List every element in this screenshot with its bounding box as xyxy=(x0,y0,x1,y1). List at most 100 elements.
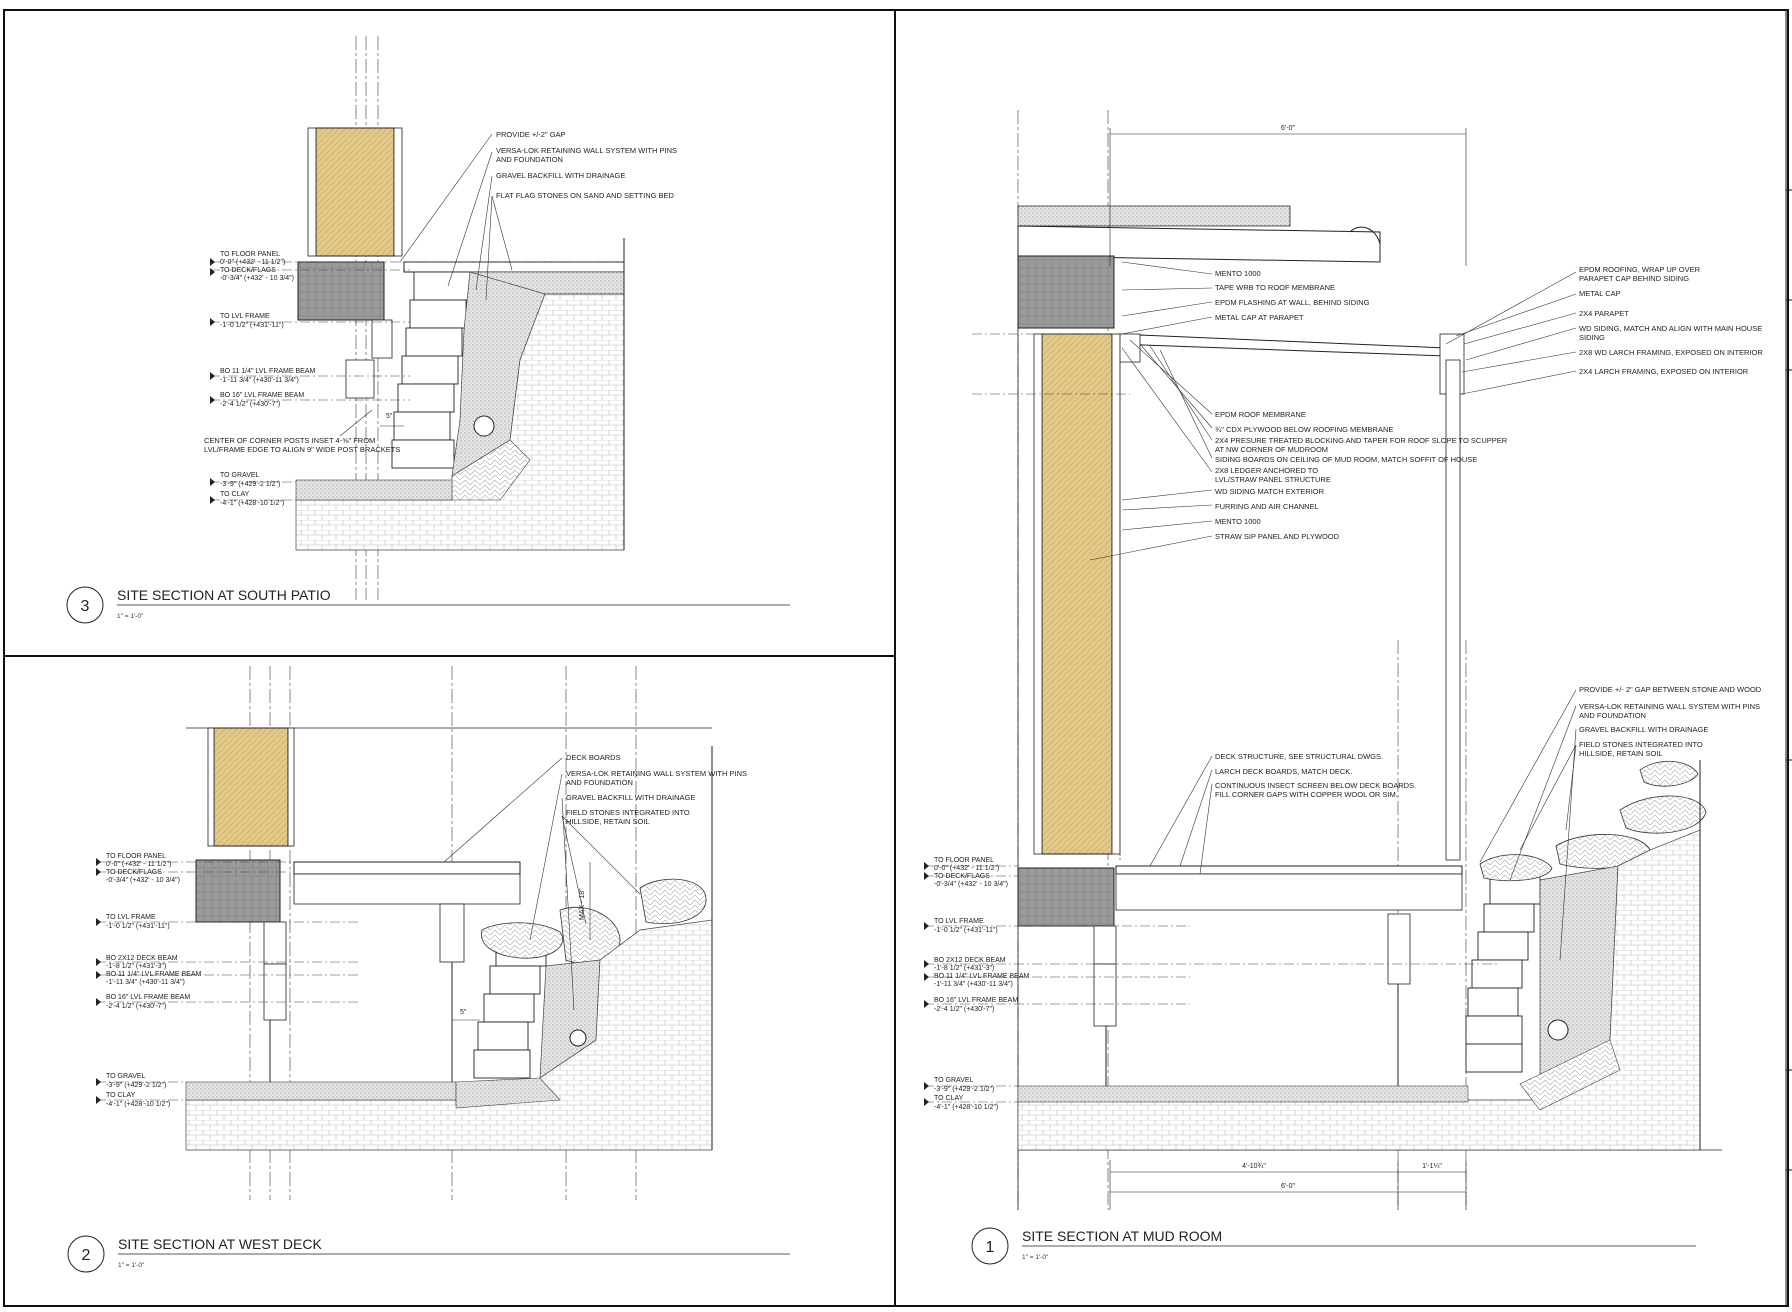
level-label: BO 16" LVL FRAME BEAM xyxy=(220,392,304,399)
level-value: -0'-3/4" (+432' - 10 3/4") xyxy=(106,877,180,884)
section-scale: 1" = 1'-0" xyxy=(117,613,144,620)
level-value: -4'-1" (+428'-10 1/2") xyxy=(220,500,284,507)
level-label: TO LVL FRAME xyxy=(934,918,984,925)
level-label: TO GRAVEL xyxy=(106,1073,146,1080)
note: FURRING AND AIR CHANNEL xyxy=(1215,502,1319,511)
level-value: -4'-1" (+428'-10 1/2") xyxy=(934,1104,998,1111)
level-value: -3'-9" (+429'-2 1/2") xyxy=(220,481,280,488)
note: 2X4 PARAPET xyxy=(1579,309,1629,318)
retaining-wall-blocks xyxy=(391,271,471,469)
level-markers: TO FLOOR PANEL 0'-0" (+432' - 11 1/2") T… xyxy=(934,857,1030,1111)
note: VERSA-LOK RETAINING WALL SYSTEM WITH PIN… xyxy=(496,146,677,155)
level-label: BO 16" LVL FRAME BEAM xyxy=(934,997,1018,1004)
note: EPDM FLASHING AT WALL, BEHIND SIDING xyxy=(1215,298,1370,307)
note: WD SIDING MATCH EXTERIOR xyxy=(1215,487,1325,496)
level-value: -1'-11 3/4" (+430'-11 3/4") xyxy=(934,981,1013,988)
note: 2X8 LEDGER ANCHORED TO xyxy=(1215,466,1318,475)
level-value: -1'-0 1/2" (+431'-11") xyxy=(220,322,284,329)
dim-label: 6'-0" xyxy=(1281,1183,1295,1190)
note: EPDM ROOF MEMBRANE xyxy=(1215,410,1306,419)
note: LVL/STRAW PANEL STRUCTURE xyxy=(1215,475,1331,484)
note: HILLSIDE, RETAIN SOIL xyxy=(566,817,650,826)
note: AND FOUNDATION xyxy=(566,778,633,787)
straw-panel-wall xyxy=(213,727,289,847)
level-value: -2'-4 1/2" (+430'-7") xyxy=(934,1006,994,1013)
level-label: BO 2X12 DECK BEAM xyxy=(934,957,1006,964)
level-markers: TO FLOOR PANEL 0'-0" (+432' - 11 1/2") T… xyxy=(220,251,316,507)
level-value: -0'-3/4" (+432' - 10 3/4") xyxy=(220,275,294,282)
note: DECK STRUCTURE, SEE STRUCTURAL DWGS. xyxy=(1215,752,1383,761)
dim-label: 1'-1¼" xyxy=(1422,1163,1442,1170)
dim-label: 5" xyxy=(386,413,393,420)
note: STRAW SIP PANEL AND PLYWOOD xyxy=(1215,532,1340,541)
level-label: TO LVL FRAME xyxy=(220,313,270,320)
level-label: TO DECK/FLAGS xyxy=(106,869,162,876)
dim-label: 4'-10¾" xyxy=(1242,1163,1266,1170)
section-scale: 1" = 1'-0" xyxy=(1022,1254,1049,1261)
level-label: TO LVL FRAME xyxy=(106,914,156,921)
lvl-frame-beam xyxy=(1017,867,1115,927)
level-label: TO CLAY xyxy=(106,1092,136,1099)
level-value: -0'-3/4" (+432' - 10 3/4") xyxy=(934,881,1008,888)
lvl-frame-beam xyxy=(297,261,385,321)
note: WD SIDING, MATCH AND ALIGN WITH MAIN HOU… xyxy=(1579,324,1762,333)
section-title: SITE SECTION AT MUD ROOM xyxy=(1022,1228,1222,1244)
level-value: 0'-0" (+432' - 11 1/2") xyxy=(106,861,171,868)
note: AT NW CORNER OF MUDROOM xyxy=(1215,445,1328,454)
mud-room-notes-right: EPDM ROOFING, WRAP UP OVER PARAPET CAP B… xyxy=(1579,265,1763,758)
dim-label: 6'-0" xyxy=(1281,125,1295,132)
level-label: BO 2X12 DECK BEAM xyxy=(106,955,178,962)
level-label: TO GRAVEL xyxy=(934,1077,974,1084)
level-value: -3'-9" (+429'-2 1/2") xyxy=(934,1086,994,1093)
level-label: BO 11 1/4" LVL FRAME BEAM xyxy=(934,973,1030,980)
level-value: -3'-9" (+429'-2 1/2") xyxy=(106,1082,166,1089)
level-label: BO 11 1/4" LVL FRAME BEAM xyxy=(106,971,202,978)
retaining-wall-blocks xyxy=(1465,875,1541,1073)
level-value: -1'-0 1/2" (+431'-11") xyxy=(106,923,170,930)
mud-room-notes-left: MENTO 1000 TAPE WRB TO ROOF MEMBRANE EPD… xyxy=(1215,269,1508,799)
level-value: -1'-11 3/4" (+430'-11 3/4") xyxy=(220,377,299,384)
section-title: SITE SECTION AT WEST DECK xyxy=(118,1236,322,1252)
note: LVL/FRAME EDGE TO ALIGN 9" WIDE POST BRA… xyxy=(204,445,400,454)
note: ¾" CDX PLYWOOD BELOW ROOFING MEMBRANE xyxy=(1215,425,1393,434)
level-value: -1'-8 1/2" (+431'-3") xyxy=(934,965,994,972)
section-number: 3 xyxy=(81,598,90,615)
note: VERSA-LOK RETAINING WALL SYSTEM WITH PIN… xyxy=(566,769,747,778)
level-value: -2'-4 1/2" (+430'-7") xyxy=(220,401,280,408)
note: METAL CAP AT PARAPET xyxy=(1215,313,1304,322)
deck-boards xyxy=(293,861,521,875)
level-label: TO DECK/FLAGS xyxy=(934,873,990,880)
note: GRAVEL BACKFILL WITH DRAINAGE xyxy=(1579,725,1708,734)
level-label: TO CLAY xyxy=(934,1095,964,1102)
section-title: SITE SECTION AT SOUTH PATIO xyxy=(117,587,331,603)
straw-sip-panel-wall xyxy=(1041,333,1113,855)
level-value: -4'-1" (+428'-10 1/2") xyxy=(106,1101,170,1108)
note: LARCH DECK BOARDS, MATCH DECK. xyxy=(1215,767,1352,776)
note: AND FOUNDATION xyxy=(496,155,563,164)
note: FLAT FLAG STONES ON SAND AND SETTING BED xyxy=(496,191,675,200)
note: VERSA-LOK RETAINING WALL SYSTEM WITH PIN… xyxy=(1579,702,1760,711)
note: CONTINUOUS INSECT SCREEN BELOW DECK BOAR… xyxy=(1215,781,1416,790)
level-value: -1'-8 1/2" (+431'-3") xyxy=(106,963,166,970)
level-label: TO CLAY xyxy=(220,491,250,498)
note: AND FOUNDATION xyxy=(1579,711,1646,720)
level-value: 0'-0" (+432' - 11 1/2") xyxy=(220,259,285,266)
south-patio-notes: PROVIDE +/-2" GAP VERSA-LOK RETAINING WA… xyxy=(204,130,677,454)
level-label: TO FLOOR PANEL xyxy=(934,857,994,864)
level-value: -1'-11 3/4" (+430'-11 3/4") xyxy=(106,979,185,986)
note: MENTO 1000 xyxy=(1215,517,1261,526)
note: CENTER OF CORNER POSTS INSET 4-⅝" FROM xyxy=(204,436,375,445)
drain-pipe xyxy=(569,1029,587,1047)
note: PROVIDE +/- 2" GAP BETWEEN STONE AND WOO… xyxy=(1579,685,1762,694)
section-south-patio: PROVIDE +/-2" GAP VERSA-LOK RETAINING WA… xyxy=(66,36,790,624)
note: GRAVEL BACKFILL WITH DRAINAGE xyxy=(496,171,625,180)
level-value: 0'-0" (+432' - 11 1/2") xyxy=(934,865,999,872)
larch-deck-boards xyxy=(1115,865,1463,875)
level-value: -2'-4 1/2" (+430'-7") xyxy=(106,1003,166,1010)
level-label: TO GRAVEL xyxy=(220,472,260,479)
note: TAPE WRB TO ROOF MEMBRANE xyxy=(1215,283,1335,292)
lvl-frame-beam xyxy=(195,859,281,923)
note: HILLSIDE, RETAIN SOIL xyxy=(1579,749,1663,758)
note: FIELD STONES INTEGRATED INTO xyxy=(566,808,690,817)
note: 2X8 WD LARCH FRAMING, EXPOSED ON INTERIO… xyxy=(1579,348,1763,357)
